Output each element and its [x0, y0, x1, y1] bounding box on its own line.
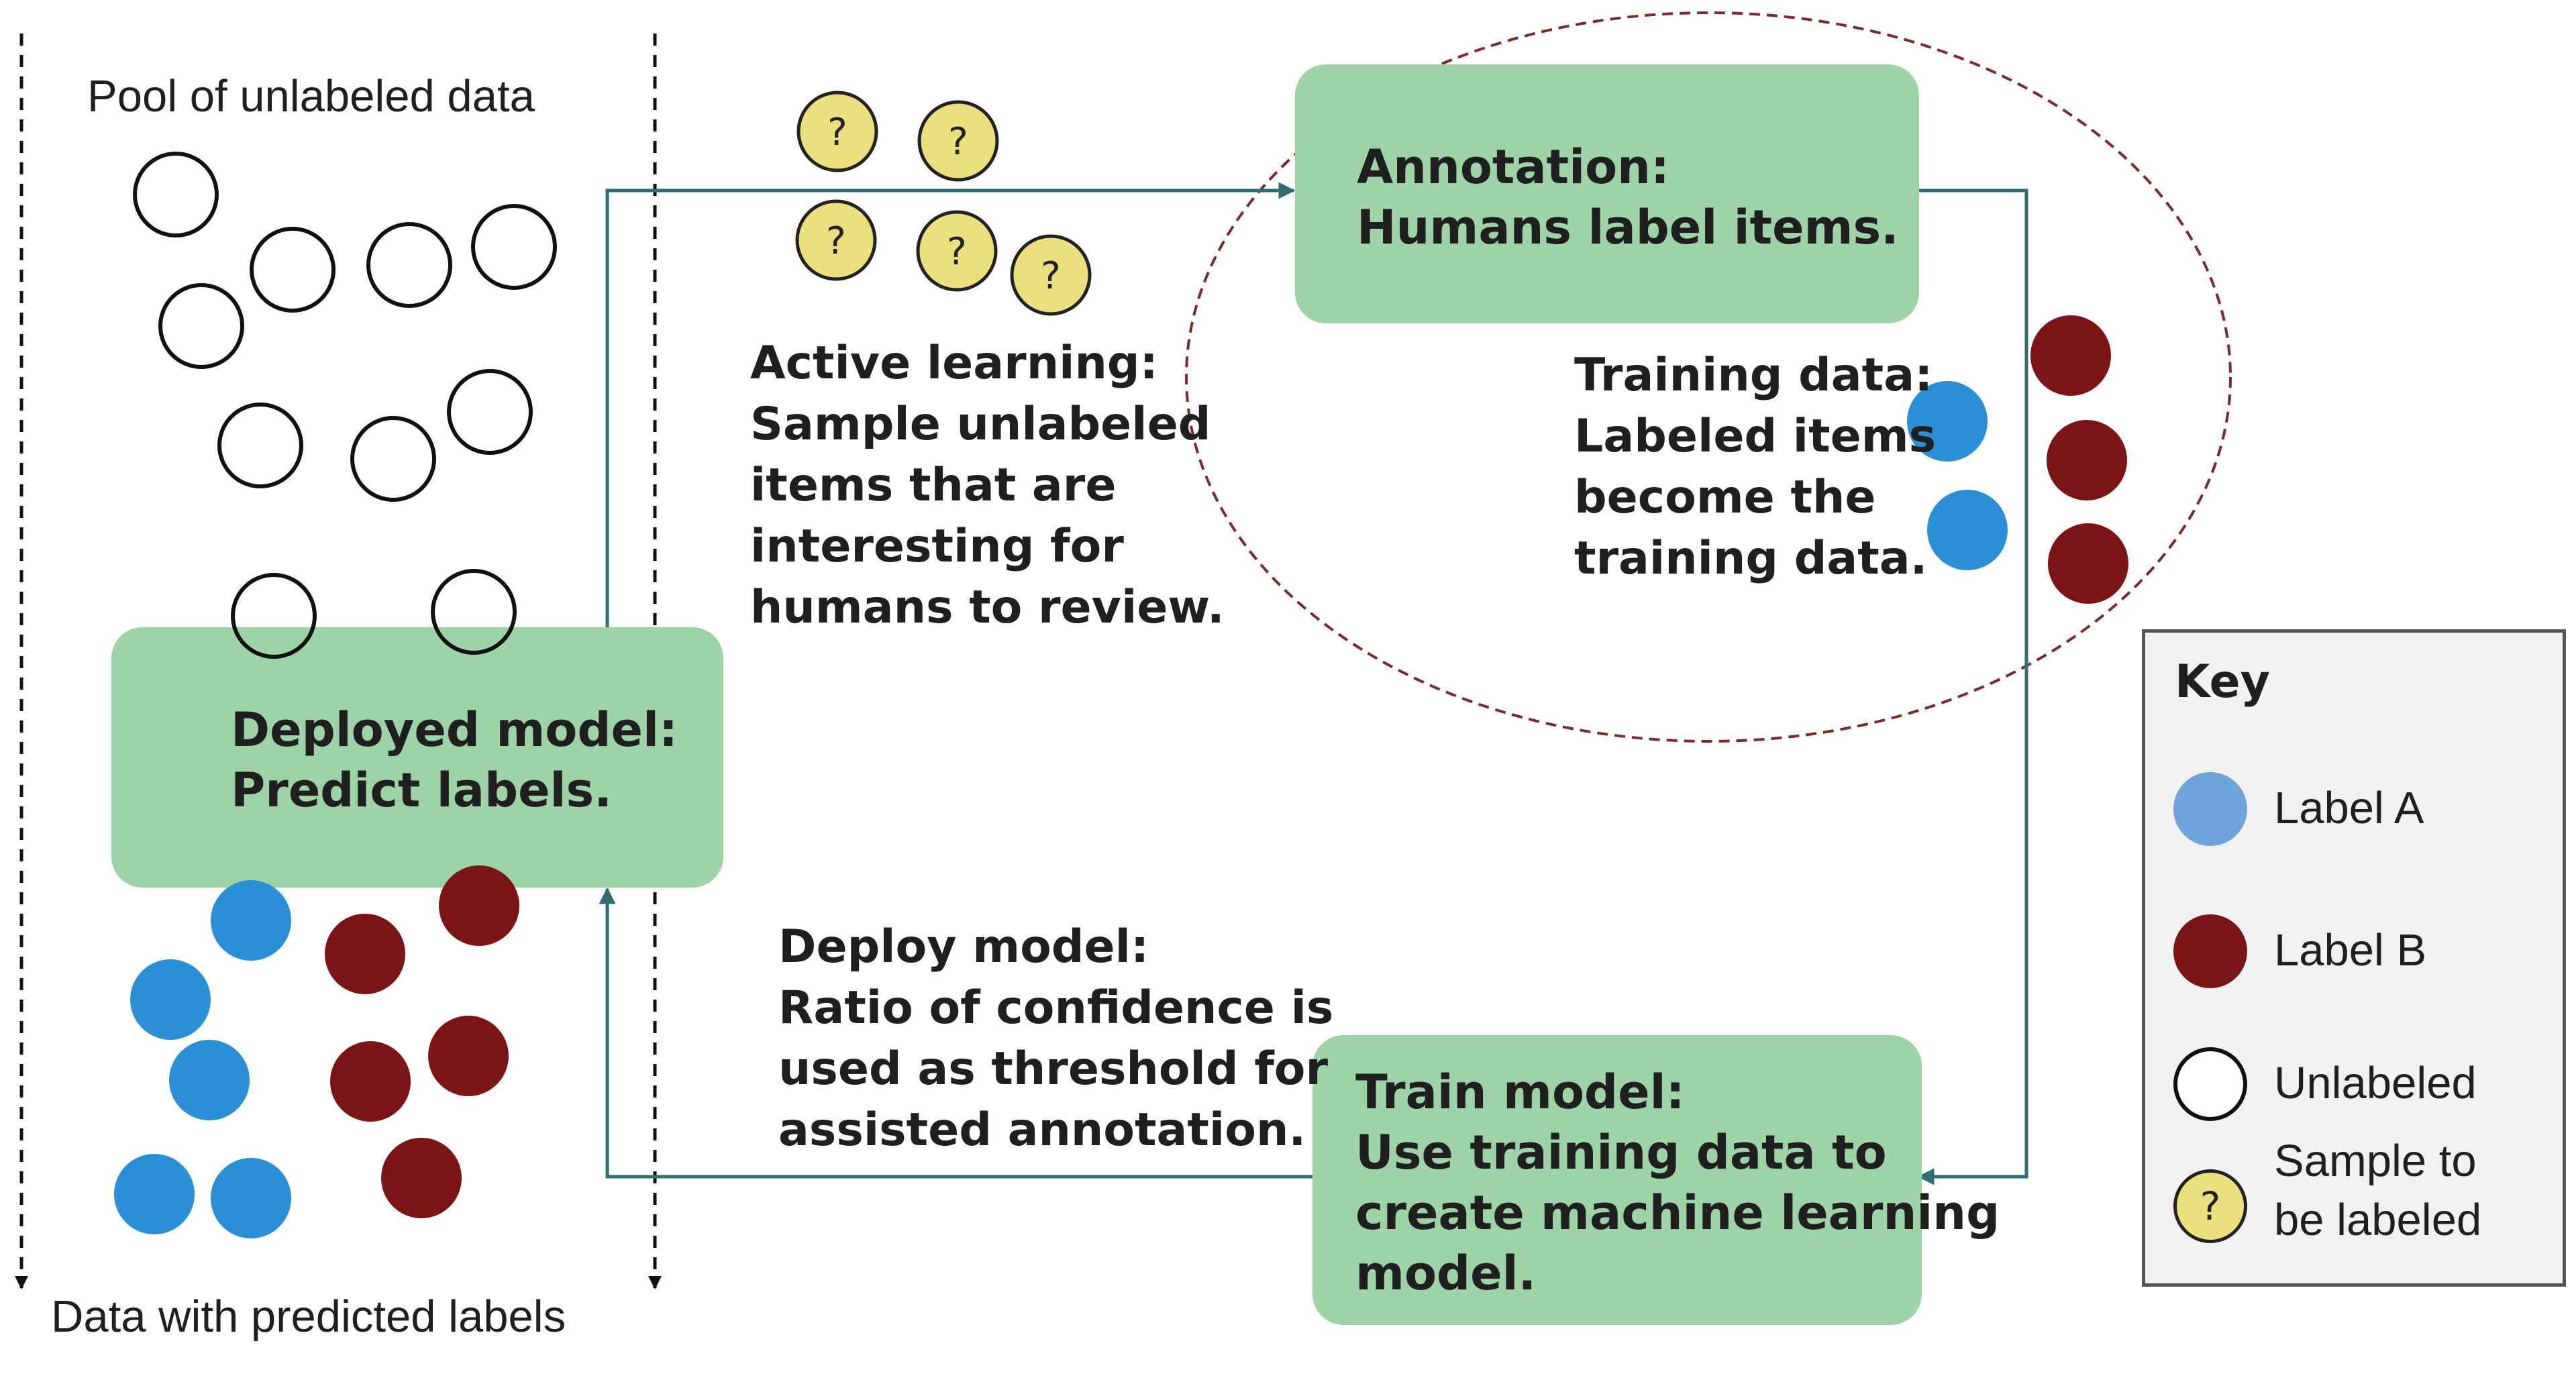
train-model-box: Train model: Use training data to create…	[1312, 1035, 2000, 1325]
label-b-circle	[2030, 315, 2111, 396]
annotation-cycle-ellipse	[1185, 11, 2232, 743]
legend-sample-line-1: Sample to	[2274, 1136, 2477, 1186]
unlabeled-circle	[350, 416, 436, 502]
train-model-title: Train model:	[1355, 1065, 1685, 1120]
train-model-desc-1: Use training data to	[1355, 1125, 1887, 1180]
annotation-title: Annotation:	[1357, 140, 1670, 195]
train-model-desc-2: create machine learning	[1355, 1185, 2000, 1240]
label-a-circle	[1927, 490, 2008, 570]
label-b-circle	[381, 1138, 462, 1218]
unlabeled-circle	[250, 227, 336, 313]
predicted-label: Data with predicted labels	[51, 1291, 566, 1342]
sample-question-circle: ?	[917, 100, 999, 182]
unlabeled-circle	[158, 283, 244, 369]
sample-question-circle: ?	[1010, 234, 1092, 316]
legend-key: Key Label A Label B Unlabeled ? Sample t…	[2142, 629, 2566, 1287]
label-b-circle	[330, 1041, 411, 1122]
svg-text:?: ?	[948, 120, 968, 164]
svg-text:?: ?	[947, 230, 967, 274]
arrow-train-to-deployed	[599, 887, 1315, 1179]
sample-question-circle: ?	[796, 91, 878, 172]
unlabeled-circle	[471, 204, 557, 290]
unlabeled-circle	[231, 573, 317, 659]
label-b-circle	[325, 914, 405, 994]
arrow-active-learning-to-annotation	[605, 182, 1296, 631]
label-a-circle	[211, 1158, 291, 1238]
legend-title: Key	[2175, 655, 2270, 708]
legend-label-b: Label B	[2274, 925, 2427, 975]
label-b-circle	[428, 1016, 509, 1096]
sample-question-circle: ?	[795, 199, 877, 281]
unlabeled-circle	[431, 569, 517, 655]
label-b-circle	[439, 865, 519, 946]
annotation-box: Annotation: Humans label items.	[1295, 64, 1919, 323]
training-data-text: Training data: Labeled items become the …	[1574, 349, 1937, 585]
label-a-circle	[211, 880, 291, 961]
legend-unlabeled: Unlabeled	[2274, 1058, 2477, 1108]
annotation-desc: Humans label items.	[1357, 200, 1899, 255]
sample-question-swatch-icon: ?	[2173, 1169, 2247, 1243]
deployed-model-desc: Predict labels.	[231, 763, 612, 818]
deployed-model-title: Deployed model:	[231, 702, 678, 757]
train-model-desc-3: model.	[1355, 1246, 1537, 1301]
legend-label-a: Label A	[2274, 783, 2424, 833]
arrow-annotation-to-train	[1916, 189, 2028, 1185]
unlabeled-circle	[366, 222, 452, 308]
label-a-circle	[114, 1154, 195, 1234]
label-a-circle	[169, 1040, 250, 1120]
unlabeled-swatch-icon	[2173, 1047, 2247, 1121]
label-b-circle	[2048, 523, 2128, 604]
unlabeled-circle	[133, 152, 219, 237]
active-learning-text: Active learning: Sample unlabeled items …	[750, 337, 1225, 634]
unlabeled-circle	[447, 369, 533, 455]
label-b-swatch-icon	[2173, 914, 2247, 988]
svg-text:?: ?	[1041, 254, 1061, 298]
sample-question-circle: ?	[916, 210, 998, 292]
label-a-swatch-icon	[2173, 772, 2247, 846]
deployed-model-box: Deployed model: Predict labels.	[111, 627, 723, 888]
deploy-model-text: Deploy model: Ratio of confidence is use…	[778, 920, 1334, 1157]
legend-sample-line-2: be labeled	[2274, 1195, 2482, 1245]
label-a-circle	[1907, 381, 1988, 462]
unlabeled-circle	[217, 403, 303, 488]
pool-label: Pool of unlabeled data	[87, 71, 535, 121]
svg-text:?: ?	[827, 111, 847, 154]
label-b-circle	[2047, 420, 2127, 500]
label-a-circle	[130, 959, 211, 1040]
svg-text:?: ?	[826, 219, 846, 263]
